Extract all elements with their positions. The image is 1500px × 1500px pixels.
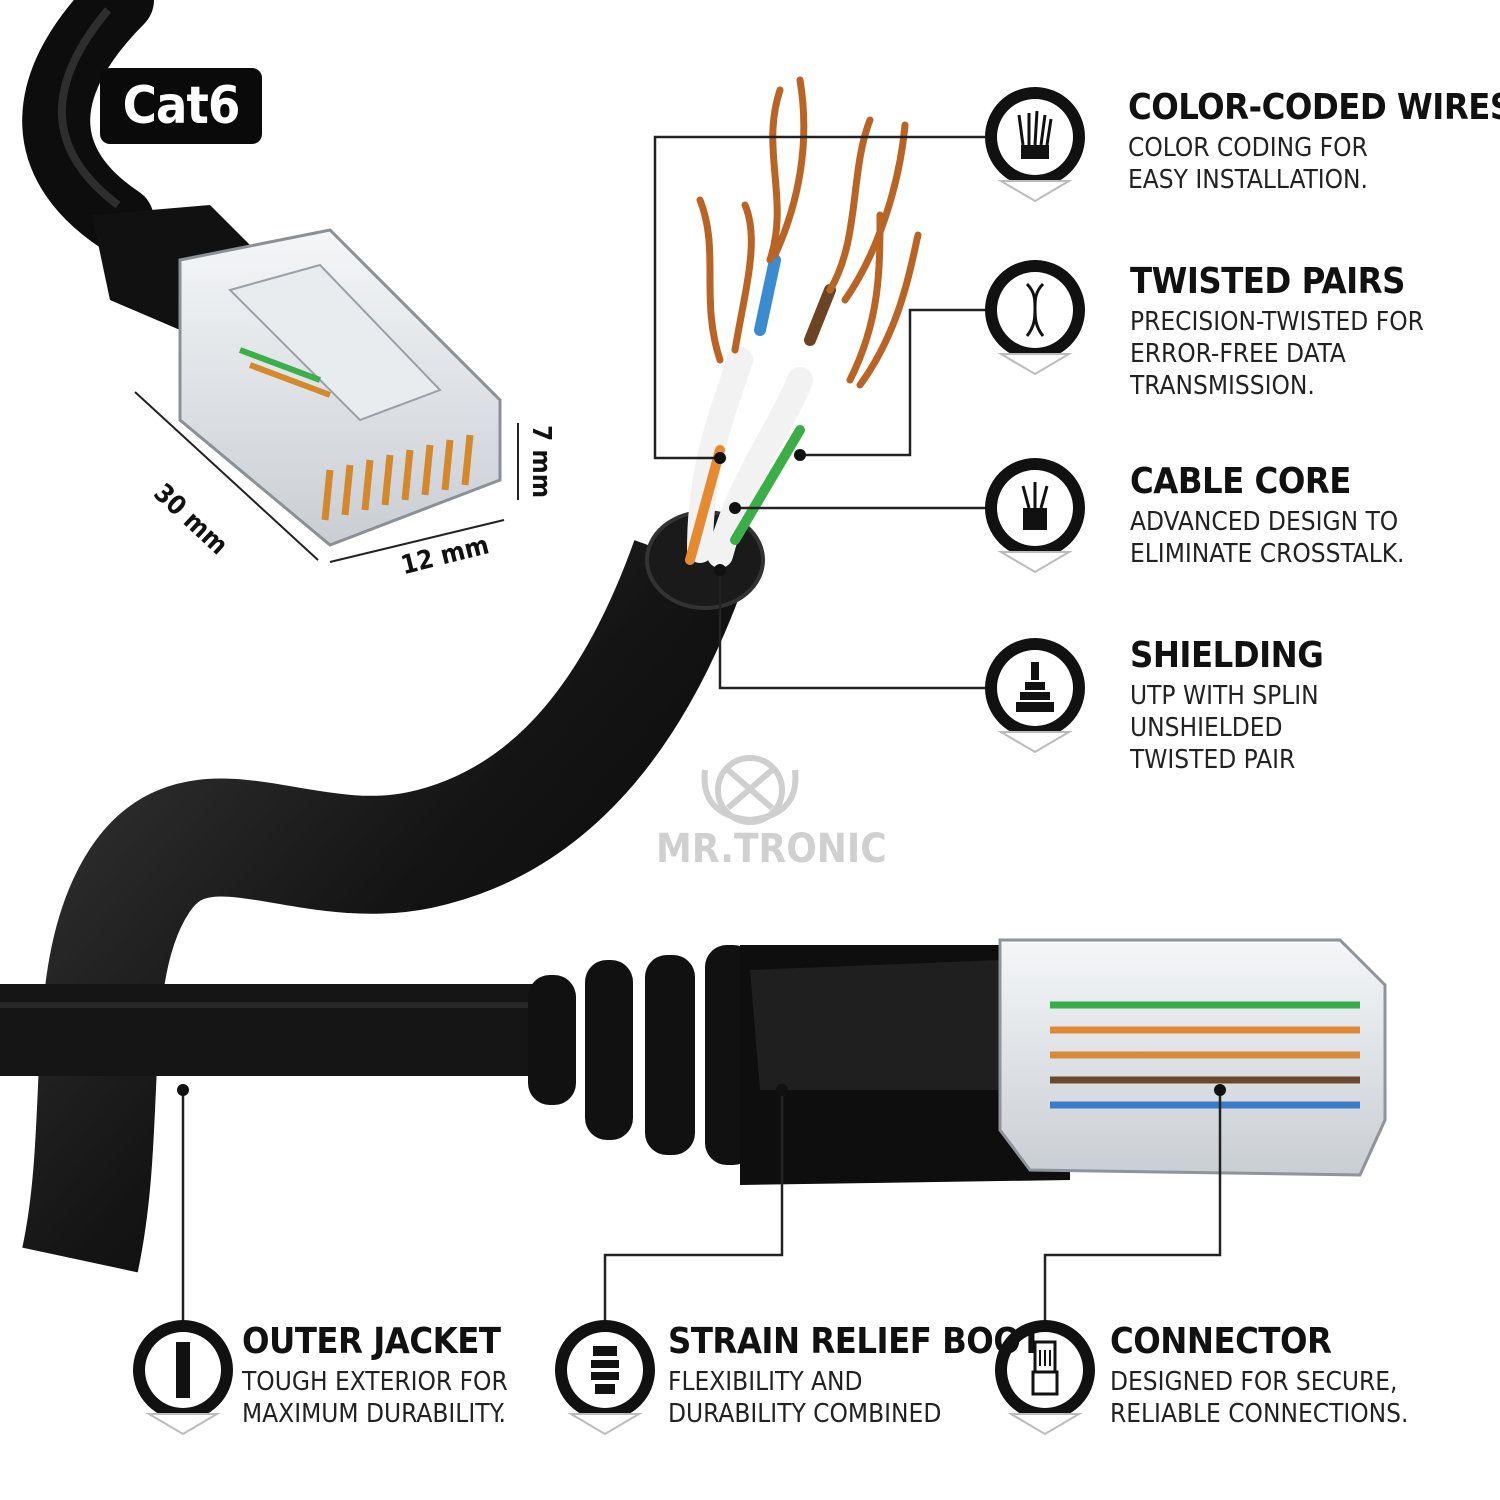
feature-title: CABLE CORE — [1130, 461, 1351, 502]
feature-twisted-pairs: TWISTED PAIRS PRECISION-TWISTED FOR ERRO… — [1130, 262, 1424, 402]
dimension-lines — [134, 391, 519, 563]
feature-description: TOUGH EXTERIOR FOR MAXIMUM DURABILITY. — [242, 1367, 508, 1429]
dimension-height: 7 mm — [526, 425, 556, 499]
category-badge: Cat6 — [100, 68, 262, 144]
feature-title: COLOR-CODED WIRES — [1128, 87, 1500, 128]
callout-lines — [181, 135, 1222, 1330]
feature-title: CONNECTOR — [1110, 1321, 1332, 1362]
exposed-wires — [685, 76, 922, 568]
feature-cable-core: CABLE CORE ADVANCED DESIGN TO ELIMINATE … — [1130, 462, 1405, 570]
feature-description: ADVANCED DESIGN TO ELIMINATE CROSSTALK. — [1130, 507, 1405, 569]
feature-title: STRAIN RELIEF BOOT — [668, 1321, 1042, 1362]
feature-connector: CONNECTOR DESIGNED FOR SECURE, RELIABLE … — [1110, 1322, 1408, 1430]
feature-color-coded-wires: COLOR-CODED WIRES COLOR CODING FOR EASY … — [1128, 88, 1500, 196]
main-cable — [0, 510, 765, 1273]
brand-name: MR.TRONIC — [656, 826, 887, 872]
feature-title: SHIELDING — [1130, 635, 1324, 676]
callout-dots — [177, 449, 1226, 1096]
feature-strain-relief-boot: STRAIN RELIEF BOOT FLEXIBILITY AND DURAB… — [668, 1322, 1042, 1430]
feature-icons — [133, 87, 1095, 1436]
feature-outer-jacket: OUTER JACKET TOUGH EXTERIOR FOR MAXIMUM … — [242, 1322, 508, 1430]
top-connector — [92, 205, 502, 547]
bottom-connector — [528, 938, 1387, 1185]
feature-description: PRECISION-TWISTED FOR ERROR-FREE DATA TR… — [1130, 307, 1424, 401]
feature-shielding: SHIELDING UTP WITH SPLIN UNSHIELDED TWIS… — [1130, 635, 1324, 776]
feature-description: DESIGNED FOR SECURE, RELIABLE CONNECTION… — [1110, 1367, 1409, 1429]
feature-title: OUTER JACKET — [242, 1321, 501, 1362]
brand-logo-icon — [701, 755, 799, 825]
feature-description: COLOR CODING FOR EASY INSTALLATION. — [1128, 133, 1368, 195]
feature-title: TWISTED PAIRS — [1130, 261, 1405, 302]
top-cable — [22, 0, 154, 254]
feature-description: UTP WITH SPLIN UNSHIELDED TWISTED PAIR — [1130, 681, 1319, 775]
feature-description: FLEXIBILITY AND DURABILITY COMBINED — [668, 1367, 942, 1429]
